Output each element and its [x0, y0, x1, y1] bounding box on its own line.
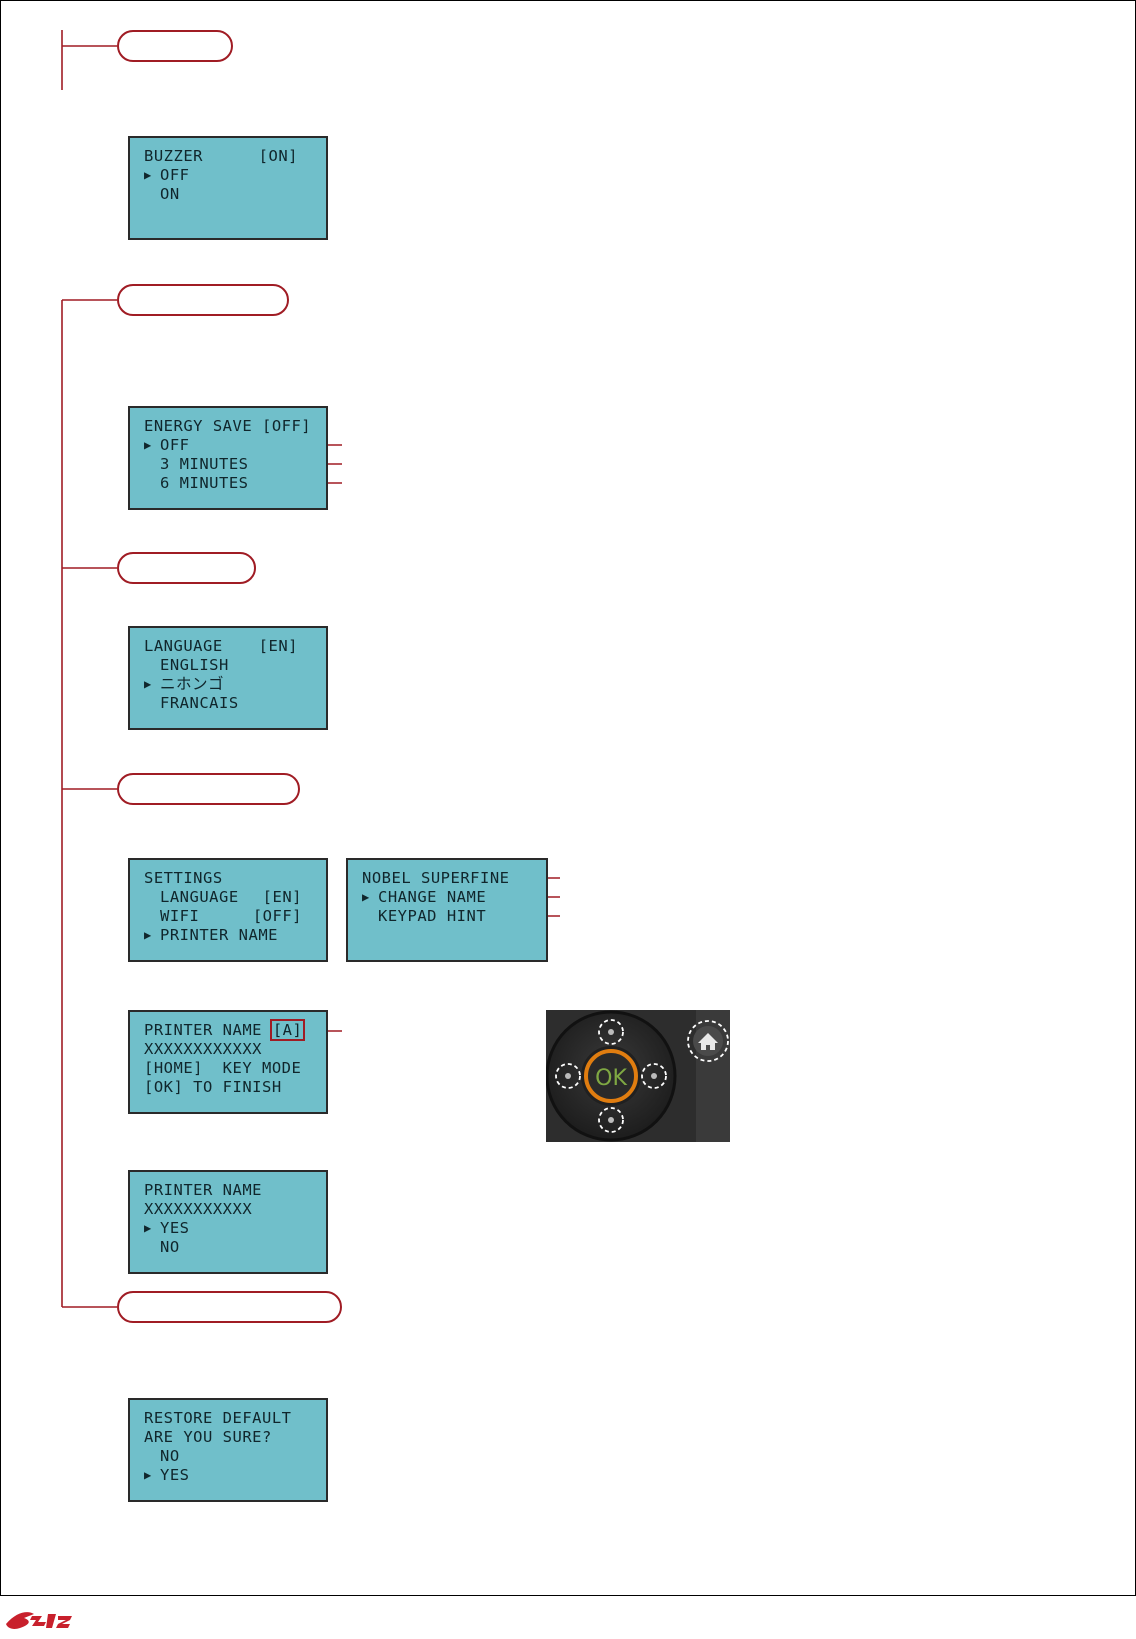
category-pill-buzzer [117, 30, 233, 62]
lcd-title: BUZZER [144, 147, 203, 165]
category-pill-restore-default [117, 1291, 342, 1323]
lcd-option: ▶KEYPAD HINT [378, 907, 487, 925]
lcd-restore-default: RESTORE DEFAULT ARE YOU SURE? ▶NO ▶YES [128, 1398, 328, 1502]
lcd-option: ▶NO [160, 1238, 180, 1256]
selection-arrow-icon: ▶ [362, 890, 370, 904]
lcd-energy-save: ENERGY SAVE [OFF] ▶OFF ▶3 MINUTES ▶6 MIN… [128, 406, 328, 510]
lcd-title-row: LANGUAGE [EN] [144, 637, 326, 656]
lcd-option: ▶ON [160, 185, 180, 203]
lcd-option: ▶LANGUAGE[EN] [160, 888, 302, 906]
selection-arrow-icon: ▶ [144, 438, 152, 452]
lcd-line: [HOME] KEY MODE [144, 1059, 302, 1077]
home-icon [698, 1033, 718, 1050]
lcd-option: ▶YES [144, 1219, 190, 1237]
category-pill-printer-name [117, 773, 300, 805]
lcd-printer-menu: NOBEL SUPERFINE ▶CHANGE NAME ▶KEYPAD HIN… [346, 858, 548, 962]
lcd-line: ARE YOU SURE? [144, 1428, 272, 1446]
lcd-title-row: PRINTER NAME [A] [144, 1019, 326, 1041]
selection-arrow-icon: ▶ [144, 1221, 152, 1235]
lcd-line: XXXXXXXXXXX [144, 1200, 253, 1218]
lcd-title: PRINTER NAME [144, 1021, 262, 1039]
lcd-line: [OK] TO FINISH [144, 1078, 282, 1096]
lcd-settings: SETTINGS ▶LANGUAGE[EN] ▶WIFI[OFF] ▶PRINT… [128, 858, 328, 962]
lcd-option: ▶OFF [144, 166, 190, 184]
xyz-logo [6, 1612, 72, 1629]
lcd-current-value: [ON] [258, 147, 298, 165]
category-pill-language [117, 552, 256, 584]
lcd-printer-name-edit: PRINTER NAME [A] XXXXXXXXXXXX [HOME] KEY… [128, 1010, 328, 1114]
lcd-line: XXXXXXXXXXXX [144, 1040, 262, 1058]
ok-button-label: OK [595, 1066, 627, 1091]
lcd-current-value: [EN] [258, 637, 298, 655]
lcd-title: PRINTER NAME [144, 1181, 262, 1199]
lcd-option: ▶CHANGE NAME [362, 888, 487, 906]
selection-arrow-icon: ▶ [144, 168, 152, 182]
lcd-title: LANGUAGE [144, 637, 223, 655]
lcd-buzzer: BUZZER [ON] ▶OFF ▶ON [128, 136, 328, 240]
selection-arrow-icon: ▶ [144, 677, 152, 691]
lcd-title: SETTINGS [144, 869, 223, 887]
lcd-title: ENERGY SAVE [OFF] [144, 417, 312, 435]
lcd-option: ▶FRANCAIS [160, 694, 239, 712]
lcd-option: ▶OFF [144, 436, 190, 454]
lcd-option: ▶NO [160, 1447, 180, 1465]
lcd-option: ▶ENGLISH [160, 656, 229, 674]
category-pill-energy-save [117, 284, 289, 316]
lcd-printer-name-confirm: PRINTER NAME XXXXXXXXXXX ▶YES ▶NO [128, 1170, 328, 1274]
lcd-option: ▶PRINTER NAME [144, 926, 278, 944]
keypad-graphic: OK [546, 1010, 730, 1142]
lcd-option: ▶3 MINUTES [160, 455, 249, 473]
lcd-option: ▶WIFI[OFF] [160, 907, 302, 925]
selection-arrow-icon: ▶ [144, 928, 152, 942]
lcd-title: RESTORE DEFAULT [144, 1409, 292, 1427]
keypad-image: OK [546, 1010, 730, 1142]
selection-arrow-icon: ▶ [144, 1468, 152, 1482]
lcd-option: ▶ニホンゴ [144, 675, 225, 693]
key-mode-indicator: [A] [269, 1019, 306, 1041]
lcd-option: ▶6 MINUTES [160, 474, 249, 492]
lcd-language: LANGUAGE [EN] ▶ENGLISH ▶ニホンゴ ▶FRANCAIS [128, 626, 328, 730]
lcd-title-row: BUZZER [ON] [144, 147, 326, 166]
lcd-title: NOBEL SUPERFINE [362, 869, 510, 887]
lcd-option: ▶YES [144, 1466, 190, 1484]
